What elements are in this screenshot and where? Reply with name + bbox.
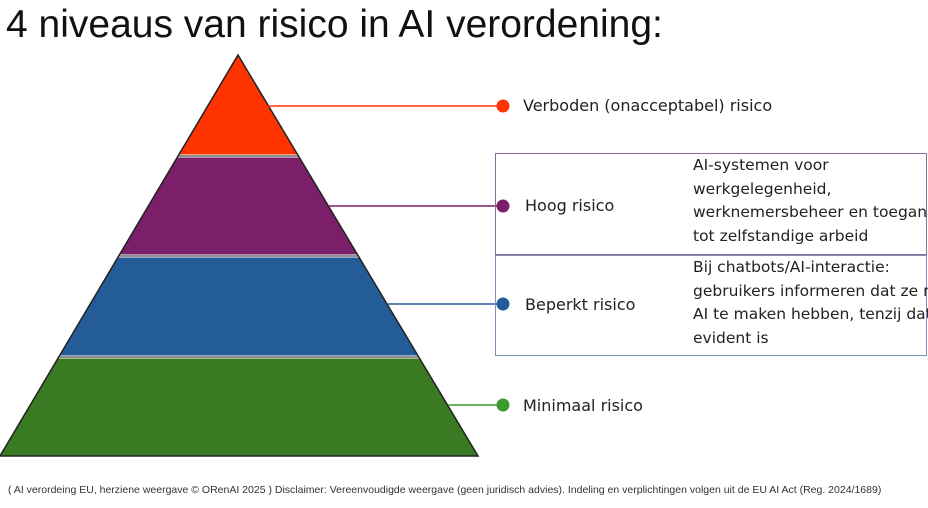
dot-verboden: [496, 99, 510, 113]
description-line: tot zelfstandige arbeid: [693, 226, 869, 245]
description-line: werkgelegenheid,: [693, 179, 832, 198]
description-line: Bij chatbots/AI-interactie:: [693, 258, 890, 276]
tier-hoog: [118, 156, 359, 256]
label-verboden: Verboden (onacceptabel) risico: [523, 96, 773, 115]
description-line: werknemersbeheer en toegang: [693, 203, 928, 221]
description-line: AI te maken hebben, tenzij dat: [693, 305, 928, 323]
description-line: evident is: [693, 328, 769, 347]
dot-hoog: [496, 199, 510, 213]
description-beperkt: Bij chatbots/AI-interactie: gebruikers i…: [693, 256, 928, 350]
box-hoog: [495, 153, 927, 255]
label-hoog: Hoog risico: [525, 196, 615, 215]
box-beperkt: [495, 255, 927, 356]
description-hoog: AI-systemen voor werkgelegenheid, werkne…: [693, 154, 928, 248]
dot-minimaal: [496, 398, 510, 412]
tier-verboden: [178, 55, 299, 156]
description-line: gebruikers informeren dat ze met: [693, 281, 928, 300]
tier-minimaal: [0, 357, 478, 456]
dot-beperkt: [496, 297, 510, 311]
tier-beperkt: [59, 256, 419, 357]
description-line: AI-systemen voor: [693, 156, 829, 174]
footer-disclaimer: ( AI verordeing EU, herziene weergave © …: [8, 484, 882, 496]
label-minimaal: Minimaal risico: [523, 396, 643, 415]
page-title: 4 niveaus van risico in AI verordening:: [6, 3, 663, 46]
label-beperkt: Beperkt risico: [525, 295, 636, 314]
